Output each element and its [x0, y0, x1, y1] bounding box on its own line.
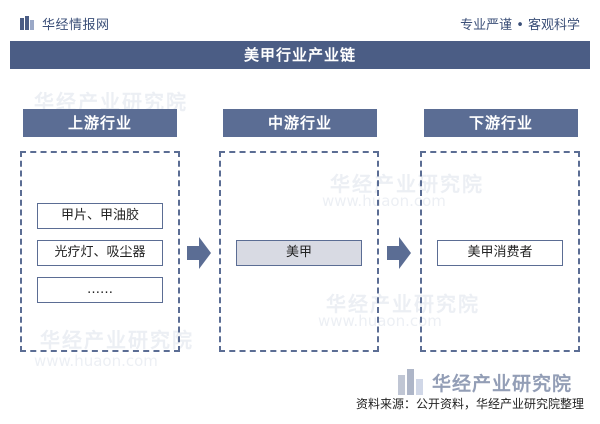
- upstream-box: 甲片、甲油胶 光疗灯、吸尘器 ……: [20, 151, 180, 352]
- source-note: 资料来源：公开资料，华经产业研究院整理: [355, 397, 584, 411]
- header-midstream: 中游行业: [223, 109, 377, 137]
- arrow-right-icon: [187, 237, 211, 269]
- brand-logo-icon: [398, 369, 423, 395]
- slogan: 专业严谨 • 客观科学: [460, 18, 580, 33]
- header-downstream: 下游行业: [424, 109, 578, 137]
- midstream-box: 美甲: [219, 151, 379, 352]
- brand-text: 华经产业研究院: [432, 373, 573, 395]
- watermark-url: www.huaon.com: [34, 352, 158, 370]
- huajing-logo-icon: [20, 16, 34, 30]
- downstream-item: 美甲消费者: [437, 240, 563, 266]
- header-upstream: 上游行业: [23, 109, 177, 137]
- downstream-box: 美甲消费者: [420, 151, 580, 352]
- logo-text: 华经情报网: [42, 18, 110, 33]
- upstream-item: 光疗灯、吸尘器: [37, 240, 163, 266]
- upstream-item: 甲片、甲油胶: [37, 203, 163, 229]
- upstream-item: ……: [37, 277, 163, 303]
- arrow-right-icon: [387, 237, 411, 269]
- top-bar: 华经情报网 专业严谨 • 客观科学: [0, 0, 600, 40]
- page-title: 美甲行业产业链: [10, 41, 590, 69]
- midstream-item: 美甲: [236, 240, 362, 266]
